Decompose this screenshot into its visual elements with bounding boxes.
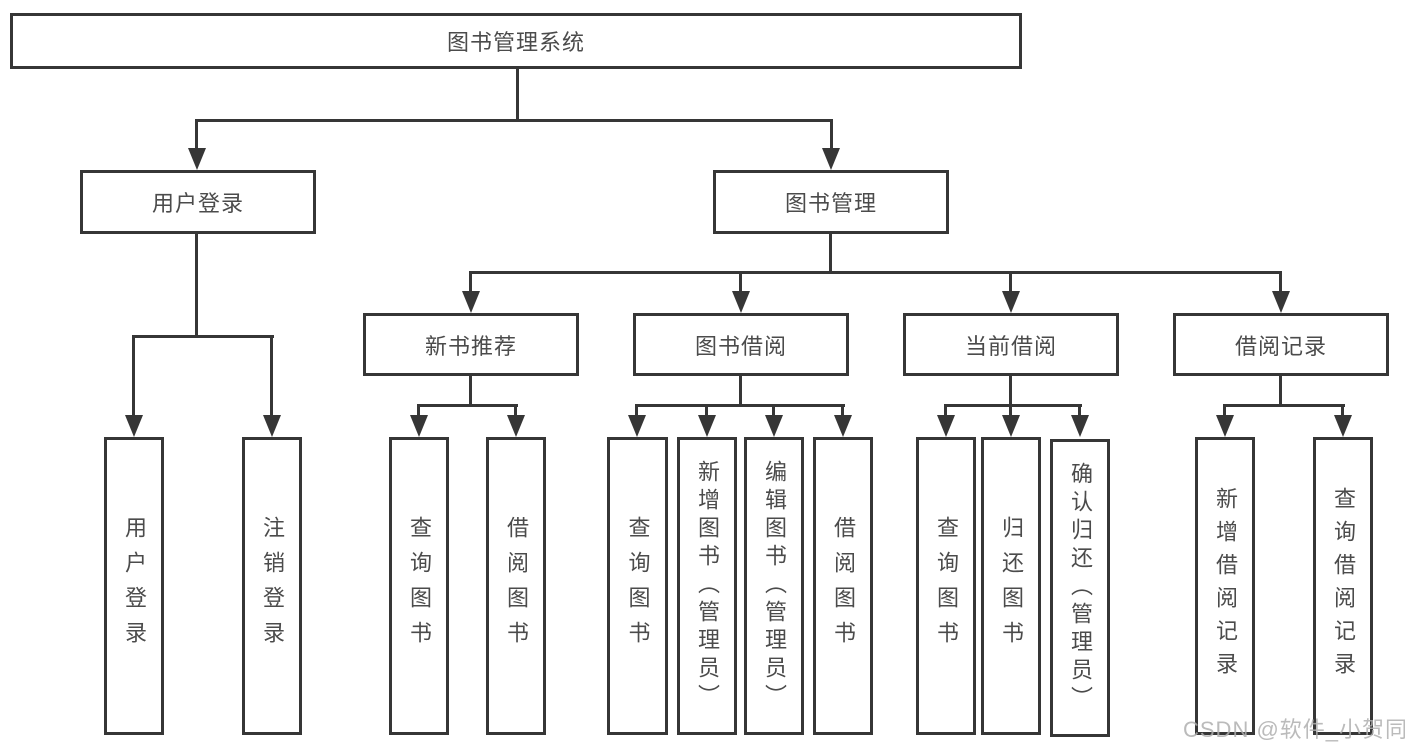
arrow-down-icon <box>732 291 750 313</box>
arrow-down-icon <box>822 148 840 170</box>
arrow-down-icon <box>1002 291 1020 313</box>
arrow-down-icon <box>1334 415 1352 437</box>
connector-line <box>705 404 708 417</box>
connector-line <box>1279 376 1282 406</box>
leaf-nb-query-books: 查询图书 <box>389 437 449 735</box>
node-current-borrowing: 当前借阅 <box>903 313 1119 376</box>
leaf-bb-edit-books-admin: 编辑图书（管理员） <box>744 437 804 735</box>
leaf-bb-borrow-books-label: 借阅图书 <box>831 516 856 656</box>
leaf-br-query-record: 查询借阅记录 <box>1313 437 1373 735</box>
connector-line <box>772 404 775 417</box>
leaf-bb-borrow-books: 借阅图书 <box>813 437 873 735</box>
leaf-bb-query-books-label: 查询图书 <box>625 516 651 656</box>
connector-line <box>1223 404 1345 407</box>
connector-line <box>195 119 833 122</box>
connector-line <box>469 271 472 295</box>
connector-line <box>739 376 742 406</box>
connector-line <box>514 404 517 417</box>
connector-line <box>829 234 832 274</box>
connector-line <box>944 404 947 417</box>
connector-line <box>841 404 844 417</box>
connector-line <box>469 271 1282 274</box>
node-book-management: 图书管理 <box>713 170 949 234</box>
connector-line <box>1078 404 1081 417</box>
connector-line <box>1009 404 1012 417</box>
arrow-down-icon <box>1071 415 1089 437</box>
connector-line <box>944 404 1082 407</box>
leaf-nb-borrow-books: 借阅图书 <box>486 437 546 735</box>
leaf-cb-query-books-label: 查询图书 <box>934 516 959 656</box>
arrow-down-icon <box>834 415 852 437</box>
node-root-label: 图书管理系统 <box>446 30 585 55</box>
leaf-br-add-record-label: 新增借阅记录 <box>1213 487 1238 685</box>
connector-line <box>195 234 198 338</box>
connector-line <box>635 404 638 417</box>
connector-line <box>1223 404 1226 417</box>
node-book-borrowing: 图书借阅 <box>633 313 849 376</box>
connector-line <box>739 271 742 295</box>
leaf-br-query-record-label: 查询借阅记录 <box>1331 487 1356 685</box>
connector-line <box>1279 271 1282 295</box>
node-user-login-label: 用户登录 <box>151 191 244 216</box>
arrow-down-icon <box>507 415 525 437</box>
node-current-borrowing-label: 当前借阅 <box>964 333 1057 359</box>
connector-line <box>417 404 518 407</box>
leaf-cb-query-books: 查询图书 <box>916 437 976 735</box>
connector-line <box>195 119 198 150</box>
node-book-management-label: 图书管理 <box>784 191 877 216</box>
leaf-nb-query-books-label: 查询图书 <box>407 516 432 656</box>
connector-line <box>830 119 833 150</box>
node-borrowing-records-label: 借阅记录 <box>1234 333 1327 359</box>
arrow-down-icon <box>410 415 428 437</box>
leaf-bb-edit-books-admin-label: 编辑图书（管理员） <box>762 460 787 712</box>
arrow-down-icon <box>1272 291 1290 313</box>
leaf-cb-return-books: 归还图书 <box>981 437 1041 735</box>
leaf-cb-confirm-return-admin-label: 确认归还（管理员） <box>1068 462 1093 714</box>
arrow-down-icon <box>628 415 646 437</box>
leaf-nb-borrow-books-label: 借阅图书 <box>504 516 529 656</box>
connector-line <box>1341 404 1344 417</box>
leaf-br-add-record: 新增借阅记录 <box>1195 437 1255 735</box>
leaf-logout-label: 注销登录 <box>260 516 285 656</box>
arrow-down-icon <box>125 415 143 437</box>
node-new-book-recommend: 新书推荐 <box>363 313 579 376</box>
leaf-user-login: 用户登录 <box>104 437 164 735</box>
arrow-down-icon <box>188 148 206 170</box>
connector-line <box>270 335 273 417</box>
csdn-watermark: CSDN @软件_小贺同学 <box>1183 717 1405 742</box>
node-new-book-recommend-label: 新书推荐 <box>424 333 517 359</box>
leaf-logout: 注销登录 <box>242 437 302 735</box>
arrow-down-icon <box>462 291 480 313</box>
arrow-down-icon <box>937 415 955 437</box>
connector-line <box>132 335 135 417</box>
connector-line <box>469 376 472 406</box>
node-borrowing-records: 借阅记录 <box>1173 313 1389 376</box>
connector-line <box>132 335 274 338</box>
connector-line <box>417 404 420 417</box>
leaf-cb-return-books-label: 归还图书 <box>999 516 1024 656</box>
leaf-bb-add-books-admin: 新增图书（管理员） <box>677 437 737 735</box>
leaf-user-login-label: 用户登录 <box>122 516 147 656</box>
connector-line <box>516 68 519 121</box>
node-book-borrowing-label: 图书借阅 <box>694 333 787 359</box>
arrow-down-icon <box>765 415 783 437</box>
node-user-login: 用户登录 <box>80 170 316 234</box>
arrow-down-icon <box>698 415 716 437</box>
arrow-down-icon <box>1002 415 1020 437</box>
connector-line <box>1009 376 1012 406</box>
connector-line <box>635 404 845 407</box>
node-root: 图书管理系统 <box>10 13 1022 69</box>
leaf-cb-confirm-return-admin: 确认归还（管理员） <box>1050 439 1110 737</box>
leaf-bb-query-books: 查询图书 <box>607 437 668 735</box>
arrow-down-icon <box>1216 415 1234 437</box>
arrow-down-icon <box>263 415 281 437</box>
leaf-bb-add-books-admin-label: 新增图书（管理员） <box>695 460 720 712</box>
connector-line <box>1009 271 1012 295</box>
